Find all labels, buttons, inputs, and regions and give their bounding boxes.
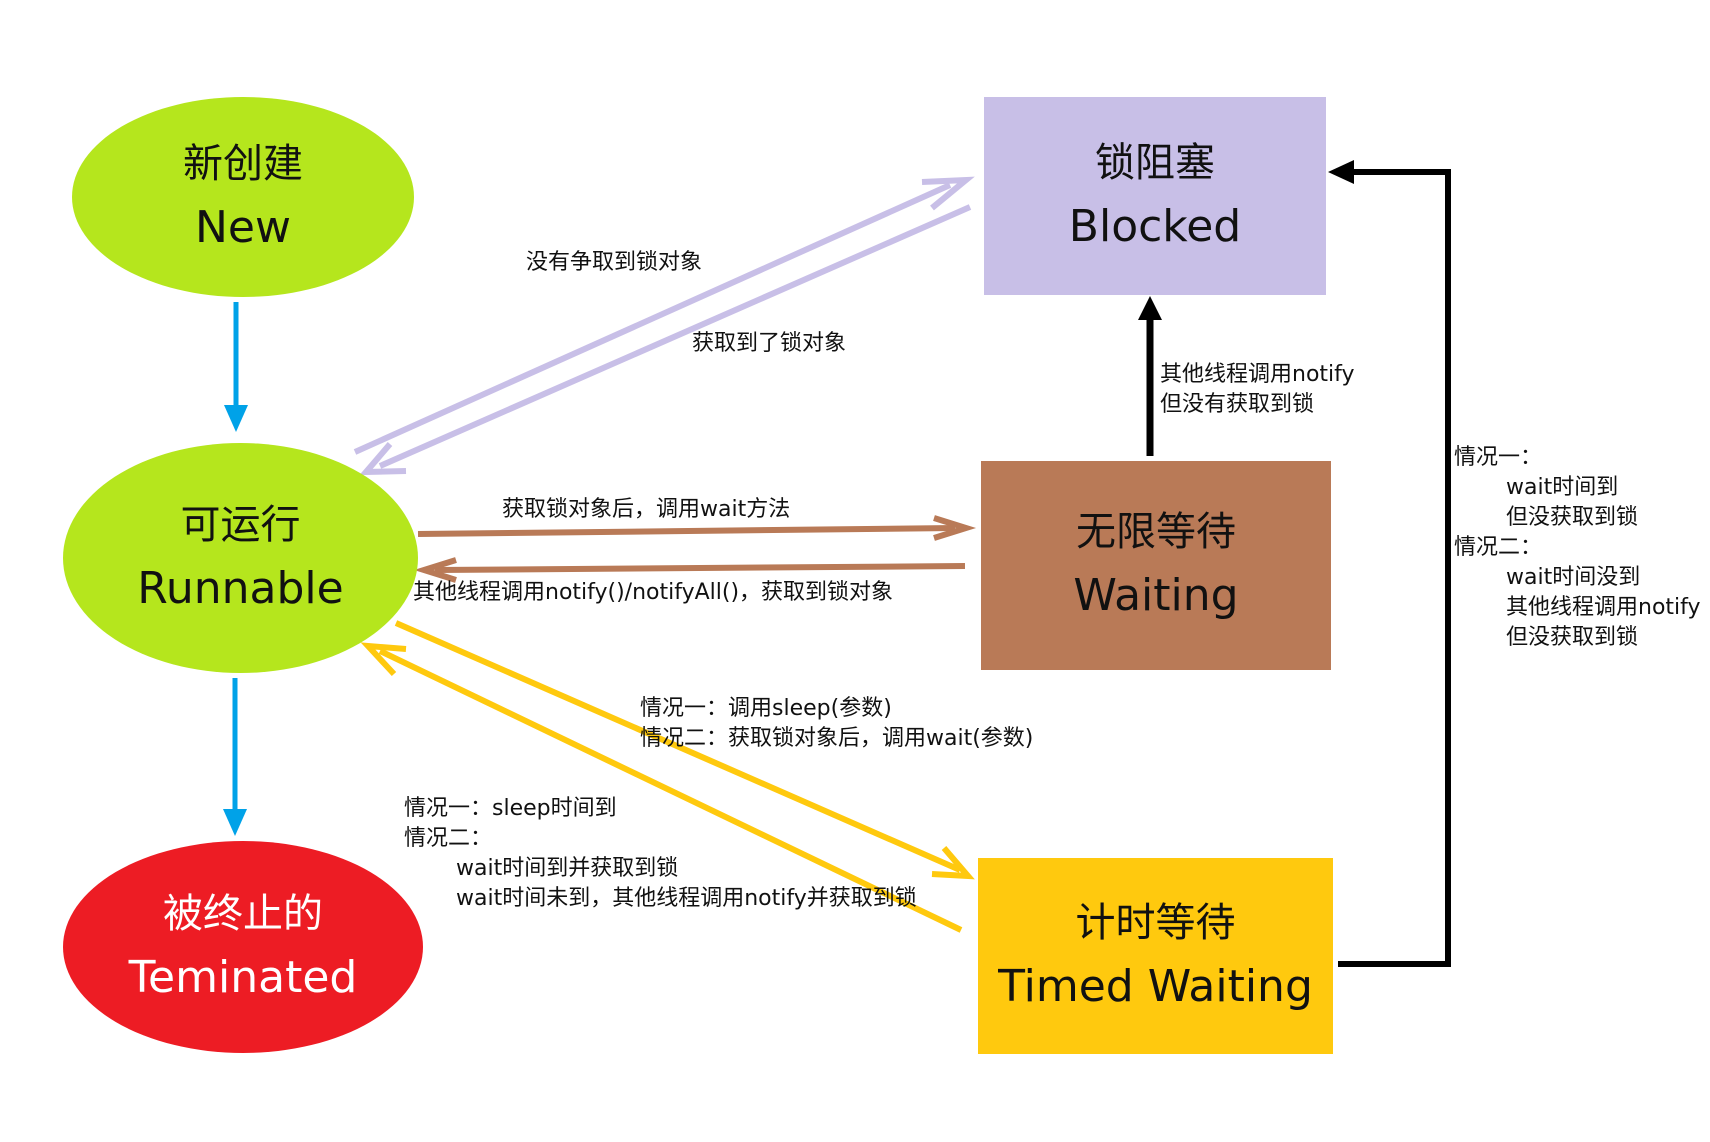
state-new: 新创建 New <box>72 97 414 297</box>
label-line: 情况一：调用sleep(参数) <box>640 696 892 721</box>
state-blocked-en-label: Blocked <box>1068 200 1242 252</box>
state-new-cn-label: 新创建 <box>183 140 303 187</box>
timed-to-blocked-arrow <box>1328 160 1451 967</box>
label-line: wait时间未到，其他线程调用notify并获取到锁 <box>456 886 917 911</box>
label-line: wait时间到并获取到锁 <box>456 856 679 881</box>
state-runnable: 可运行 Runnable <box>63 443 418 673</box>
label-waiting-to-runnable: 其他线程调用notify()/notifyAll()，获取到锁对象 <box>413 580 894 605</box>
label-line: 但没获取到锁 <box>1506 505 1639 530</box>
label-line: 情况一： <box>1454 445 1543 470</box>
timed-to-runnable-arrow <box>360 642 963 933</box>
state-runnable-en-label: Runnable <box>137 562 344 614</box>
state-new-en-label: New <box>195 201 291 253</box>
state-waiting-en-label: Waiting <box>1073 570 1239 622</box>
state-waiting-cn-label: 无限等待 <box>1076 509 1236 556</box>
waiting-to-runnable-arrow <box>413 557 966 583</box>
label-timed-to-runnable: 情况一：sleep时间到 情况二： wait时间到并获取到锁 wait时间未到，… <box>404 794 917 914</box>
label-blocked-to-runnable: 获取到了锁对象 <box>692 331 847 356</box>
runnable-to-waiting-arrow <box>417 515 977 541</box>
label-line: wait时间没到 <box>1506 565 1641 590</box>
new-to-runnable-arrow <box>224 302 248 432</box>
state-blocked: 锁阻塞 Blocked <box>984 97 1326 295</box>
state-terminated-cn-label: 被终止的 <box>163 890 323 937</box>
state-blocked-cn-label: 锁阻塞 <box>1095 139 1215 186</box>
state-waiting: 无限等待 Waiting <box>981 461 1331 670</box>
state-terminated: 被终止的 Teminated <box>63 841 423 1053</box>
label-runnable-to-timed: 情况一：调用sleep(参数) 情况二：获取锁对象后，调用wait(参数) <box>640 694 1033 754</box>
waiting-to-blocked-arrow <box>1138 296 1162 456</box>
state-runnable-cn-label: 可运行 <box>180 501 301 548</box>
label-line: 其他线程调用notify <box>1506 595 1701 620</box>
state-terminated-en-label: Teminated <box>128 951 358 1003</box>
runnable-to-terminated-arrow <box>223 678 247 836</box>
label-line: 其他线程调用notify <box>1160 362 1355 387</box>
state-timed-en-label: Timed Waiting <box>998 960 1313 1012</box>
label-timed-to-blocked: 情况一： wait时间到 但没获取到锁 情况二： wait时间没到 其他线程调用… <box>1454 443 1701 653</box>
label-waiting-to-blocked: 其他线程调用notify 但没有获取到锁 <box>1160 360 1355 420</box>
label-runnable-to-blocked: 没有争取到锁对象 <box>526 250 703 275</box>
label-line: 但没有获取到锁 <box>1160 392 1315 417</box>
label-line: 情况二： <box>1454 535 1543 560</box>
blocked-to-runnable-arrow <box>359 204 972 476</box>
label-runnable-to-waiting: 获取锁对象后，调用wait方法 <box>502 497 791 522</box>
runnable-to-blocked-arrow <box>353 176 975 455</box>
runnable-to-timed-arrow <box>394 620 975 880</box>
label-line: 情况一：sleep时间到 <box>404 796 617 821</box>
label-line: 情况二：获取锁对象后，调用wait(参数) <box>640 726 1034 751</box>
state-timed-cn-label: 计时等待 <box>1075 899 1236 946</box>
label-line: wait时间到 <box>1506 475 1619 500</box>
label-line: 情况二： <box>404 826 493 851</box>
state-timed-waiting: 计时等待 Timed Waiting <box>978 858 1333 1054</box>
label-line: 但没获取到锁 <box>1506 625 1639 650</box>
